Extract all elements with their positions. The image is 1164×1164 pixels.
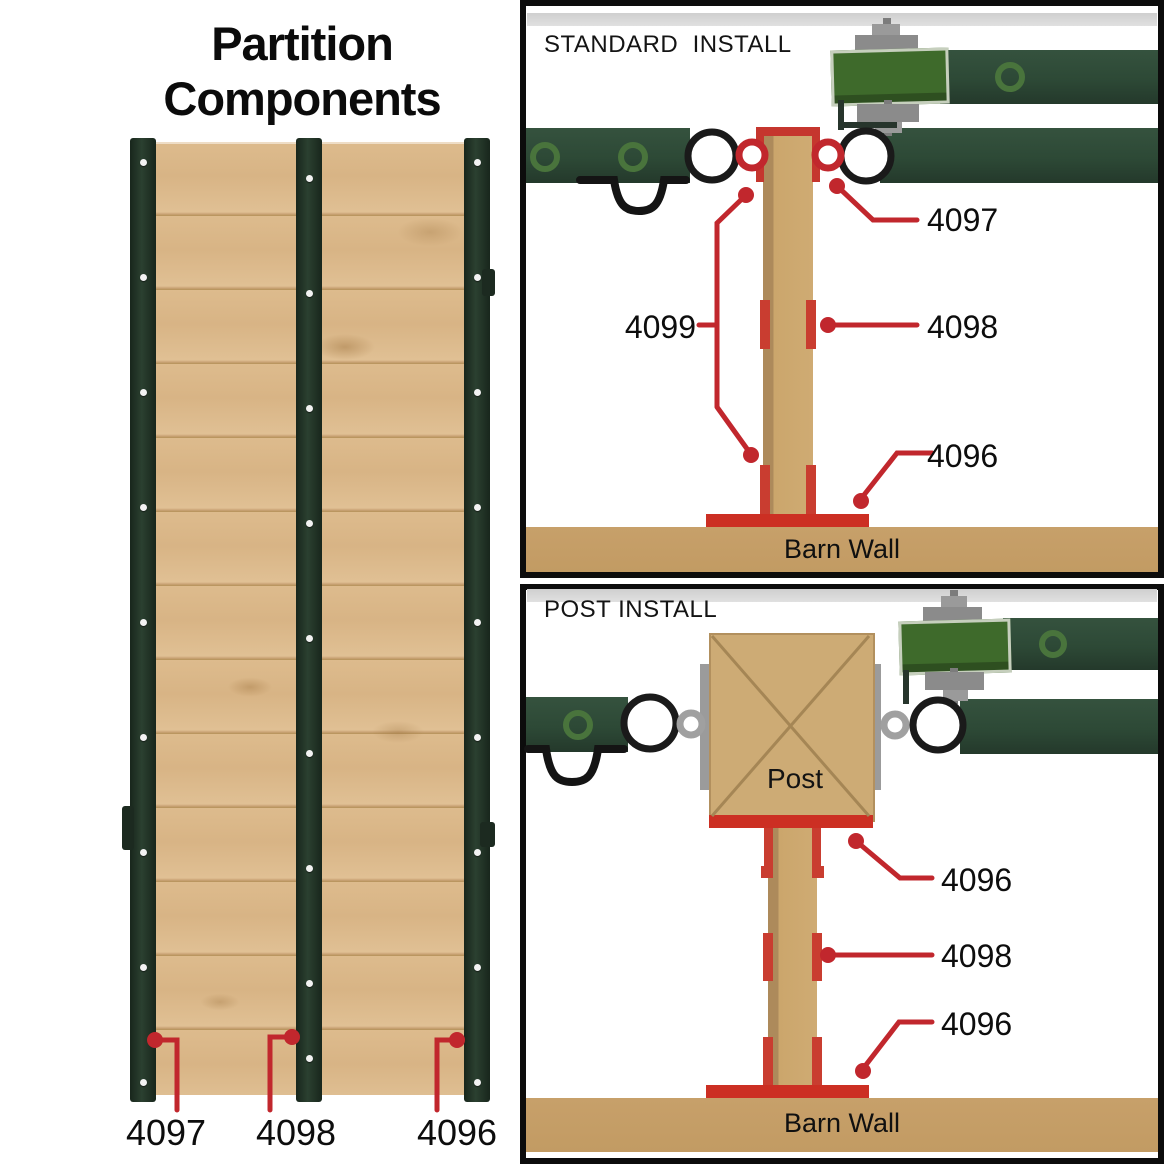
rivet [140,619,147,626]
rivet [140,1079,147,1086]
rivet [306,1055,313,1062]
rivet [474,389,481,396]
post-bottom-bracket-left [763,1037,773,1085]
rail-right [960,699,1158,754]
hinge-box [898,618,1012,676]
post-mid-bracket-right [806,300,816,349]
hinge-clamp-top-small [872,24,900,36]
rivet [306,405,313,412]
post-bottom-bracket-right [812,1037,822,1085]
lower-post [768,828,817,1091]
post-bottom-bracket-right [806,465,816,514]
title-line-2: Components [163,72,441,125]
rivet [474,849,481,856]
title-line-1: Partition [211,17,394,70]
rivet [140,734,147,741]
barn-wall-label: Barn Wall [783,1108,901,1138]
rivet [306,520,313,527]
post-square-label: Post [766,763,824,794]
rivet [474,964,481,971]
hinge-clamp-top-small [941,596,967,607]
part-label-4096: 4096 [416,1112,498,1153]
ceiling-strip [527,589,1157,602]
rivet [140,389,147,396]
rail-left [526,697,628,752]
rivet [306,290,313,297]
post-upper-bracket-right [812,828,821,866]
part-label-4096: 4096 [927,438,999,474]
hinge-connector-vertical [838,100,844,130]
rail-left [526,128,690,183]
part-label-4098: 4098 [255,1112,337,1153]
part-label-4097: 4097 [125,1112,207,1153]
post-mid-bracket-left [760,300,770,349]
rivet [140,159,147,166]
post-bottom-bracket-left [760,465,770,514]
base-plate [706,1085,869,1098]
rivet [474,159,481,166]
hinge-tab-left [122,806,134,850]
part-label-4096-top: 4096 [941,862,1013,898]
rail-upper [1003,618,1158,670]
hinge-tab-right-bottom [480,822,495,847]
post-upper-bracket-left-foot [761,866,773,878]
rail-right [880,128,1158,183]
rivet [474,274,481,281]
post-install-heading: POST INSTALL [544,596,718,623]
rivet [306,750,313,757]
post-bottom-plate [709,815,873,828]
hinge-box [830,47,950,107]
rivet [306,980,313,987]
part-label-4097: 4097 [927,202,999,238]
side-plate-right [871,664,881,790]
part-label-4099: 4099 [624,309,696,345]
post-mid-bracket-left [763,933,773,981]
rivet [140,964,147,971]
barn-wall-label: Barn Wall [783,534,901,564]
rivet [140,274,147,281]
post-upper-bracket-left [764,828,773,866]
barn-wall [526,1098,1158,1152]
rivet [474,619,481,626]
part-label-4098: 4098 [927,309,999,345]
standard-install-heading: STANDARD INSTALL [544,31,792,58]
ceiling-strip [527,13,1157,26]
page-title: Partition Components [108,16,496,126]
hinge-clamp-bottom [857,104,919,122]
hinge-connector-horizontal [844,122,897,128]
rivet [140,849,147,856]
barn-wall [526,527,1158,572]
post-upper-bracket-right-foot [812,866,824,878]
post-mid-bracket-right [812,933,822,981]
hinge-clamp-bottom [925,672,984,690]
rivet [474,504,481,511]
hinge-connector-vertical [903,670,909,704]
rivet [306,635,313,642]
rivet [474,1079,481,1086]
part-label-4098: 4098 [941,938,1013,974]
hinge-clamp-bottom-small [943,690,968,701]
metal-strip-center [296,138,322,1102]
rivet [306,175,313,182]
rivet [474,734,481,741]
partition-photo [122,138,495,1105]
post-top-bracket [756,127,820,182]
base-plate [706,514,869,527]
rail-upper [940,50,1158,104]
hinge-tab-right-top [482,269,495,296]
rivet [306,865,313,872]
rivet [140,504,147,511]
partition-post [763,128,813,516]
part-label-4096-bottom: 4096 [941,1006,1013,1042]
